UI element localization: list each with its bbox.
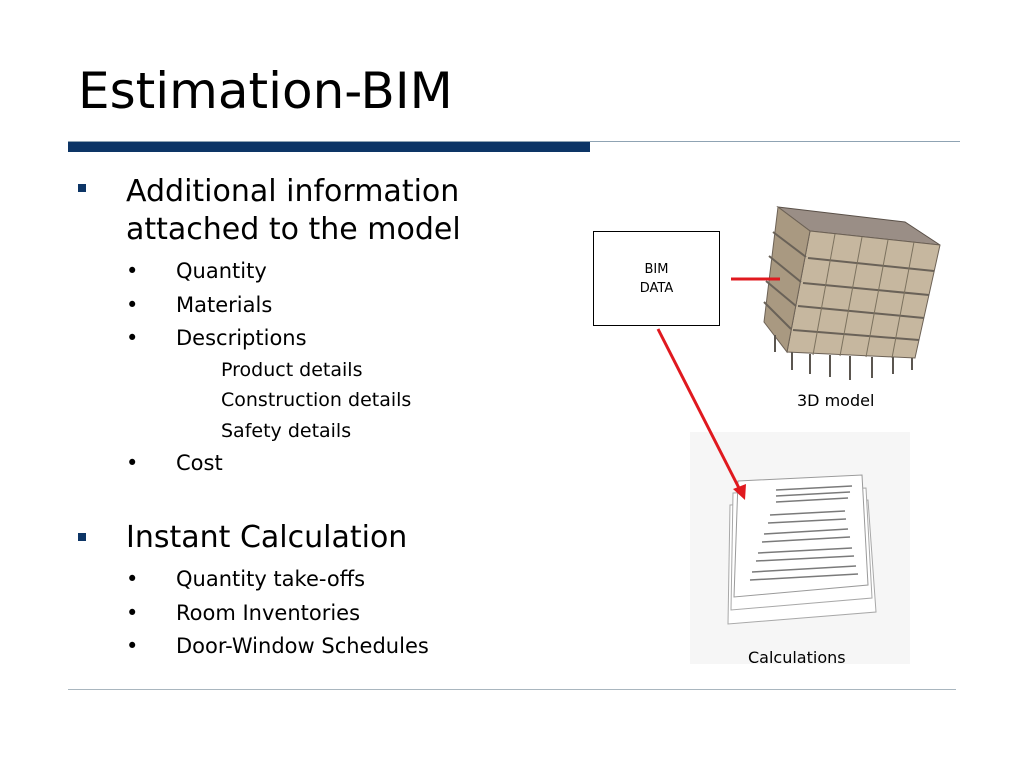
caption-3d-model: 3D model	[797, 391, 875, 410]
list-item-door-window-schedules: Door-Window Schedules	[176, 634, 429, 658]
bullet-dot-icon: •	[126, 634, 139, 658]
section-heading-additional-info-line1: Additional information	[126, 174, 460, 209]
list-item-materials: Materials	[176, 293, 273, 317]
sub-item-construction-details: Construction details	[221, 389, 412, 411]
bullet-dot-icon: •	[126, 326, 139, 350]
bullet-dot-icon: •	[126, 567, 139, 591]
list-item-quantity-take-offs: Quantity take-offs	[176, 567, 366, 591]
arrow-head-icon	[733, 484, 746, 500]
list-item-quantity: Quantity	[176, 259, 267, 283]
footer-rule	[68, 689, 956, 690]
sub-item-product-details: Product details	[221, 359, 363, 381]
bullet-dot-icon: •	[126, 601, 139, 625]
section-heading-additional-info-line2: attached to the model	[126, 212, 461, 247]
bim-data-label-line2: DATA	[639, 281, 674, 296]
section-heading-instant-calculation: Instant Calculation	[126, 520, 408, 555]
calculation-sheets-image	[690, 432, 910, 664]
title-rule-thin	[68, 141, 960, 142]
bim-data-label-line1: BIM	[644, 262, 669, 277]
title-rule-accent-bar	[68, 142, 590, 152]
bim-data-box: BIM DATA	[593, 231, 720, 326]
caption-calculations: Calculations	[748, 648, 846, 667]
title-rule	[68, 141, 960, 153]
square-bullet-icon	[78, 184, 86, 192]
arrow-box-to-calculations	[656, 328, 743, 493]
bullet-dot-icon: •	[126, 451, 139, 475]
building-3d-model-image	[763, 206, 941, 380]
slide-title: Estimation-BIM	[78, 62, 453, 120]
bullet-dot-icon: •	[126, 259, 139, 283]
list-item-room-inventories: Room Inventories	[176, 601, 361, 625]
square-bullet-icon	[78, 533, 86, 541]
sub-item-safety-details: Safety details	[221, 420, 352, 442]
list-item-descriptions: Descriptions	[176, 326, 307, 350]
bullet-dot-icon: •	[126, 293, 139, 317]
list-item-cost: Cost	[176, 451, 223, 475]
